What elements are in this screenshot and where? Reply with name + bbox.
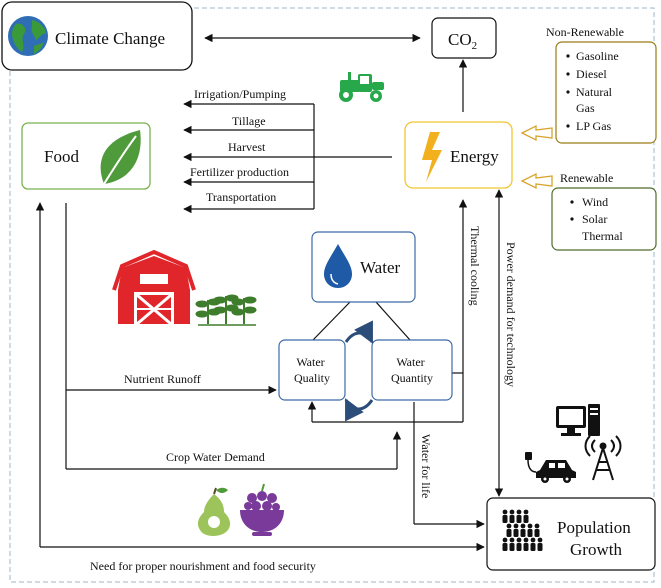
pear-icon bbox=[197, 487, 231, 536]
svg-text:LP Gas: LP Gas bbox=[576, 119, 612, 133]
crop-water-demand-label: Crop Water Demand bbox=[166, 450, 265, 464]
population-growth-label: Population Growth bbox=[557, 518, 635, 559]
seedlings-icon bbox=[195, 294, 257, 326]
power-demand-label: Power demand for technology bbox=[504, 242, 518, 387]
food-label: Food bbox=[44, 147, 79, 166]
svg-text:Solar: Solar bbox=[582, 212, 607, 226]
svg-text:Irrigation/Pumping: Irrigation/Pumping bbox=[194, 87, 286, 101]
svg-text:Natural: Natural bbox=[576, 85, 613, 99]
non-renewable-box bbox=[555, 41, 657, 144]
water-quantity-label: Water Quantity bbox=[391, 355, 433, 385]
connectors bbox=[35, 33, 504, 552]
svg-text:Gasoline: Gasoline bbox=[576, 49, 619, 63]
svg-text:Harvest: Harvest bbox=[228, 140, 266, 154]
svg-text:Transportation: Transportation bbox=[206, 190, 276, 204]
climate-change-label: Climate Change bbox=[55, 29, 165, 48]
barn-icon bbox=[112, 249, 196, 326]
population-growth-box bbox=[486, 497, 656, 571]
renewable-list: Wind Solar Thermal bbox=[570, 195, 623, 243]
renewable-arrow bbox=[520, 172, 553, 190]
cycle-arrows-icon bbox=[344, 320, 374, 422]
need-nourishment-label: Need for proper nourishment and food sec… bbox=[90, 559, 316, 573]
svg-text:Thermal: Thermal bbox=[582, 229, 623, 243]
people-icon bbox=[502, 509, 543, 551]
svg-text:Wind: Wind bbox=[582, 195, 608, 209]
leaf-icon bbox=[100, 130, 141, 185]
energy-label: Energy bbox=[450, 147, 499, 166]
tractor-icon bbox=[339, 72, 384, 102]
water-quantity-box bbox=[371, 339, 453, 401]
antenna-icon bbox=[584, 435, 622, 481]
renewable-box bbox=[551, 187, 657, 251]
fruit-bowl-icon bbox=[240, 483, 284, 536]
water-for-life-label: Water for life bbox=[419, 434, 433, 498]
svg-text:Diesel: Diesel bbox=[576, 67, 607, 81]
renewable-title: Renewable bbox=[560, 171, 613, 185]
drop-icon bbox=[324, 244, 352, 288]
thermal-cooling-label: Thermal cooling bbox=[468, 226, 482, 306]
car-charging-icon bbox=[525, 452, 576, 483]
co2-box bbox=[431, 17, 497, 59]
non-renewable-list: Gasoline Diesel Natural Gas LP Gas bbox=[566, 49, 619, 133]
computer-icon bbox=[556, 404, 600, 436]
non-renewable-arrow bbox=[520, 124, 553, 142]
energy-use-labels: Irrigation/Pumping Tillage Harvest Ferti… bbox=[190, 87, 289, 204]
svg-text:Fertilizer production: Fertilizer production bbox=[190, 165, 289, 179]
outer-dashed-frame bbox=[9, 7, 655, 583]
water-quality-box bbox=[278, 339, 346, 401]
co2-label: CO2 bbox=[448, 30, 477, 52]
globe-icon bbox=[8, 16, 48, 56]
nutrient-runoff-label: Nutrient Runoff bbox=[124, 372, 201, 386]
water-quality-label: Water Quality bbox=[294, 355, 330, 385]
water-label: Water bbox=[360, 258, 400, 277]
svg-text:Tillage: Tillage bbox=[232, 114, 266, 128]
climate-change-box bbox=[1, 1, 193, 71]
non-renewable-title: Non-Renewable bbox=[546, 25, 624, 39]
svg-text:Gas: Gas bbox=[576, 101, 595, 115]
bolt-icon bbox=[422, 132, 442, 182]
